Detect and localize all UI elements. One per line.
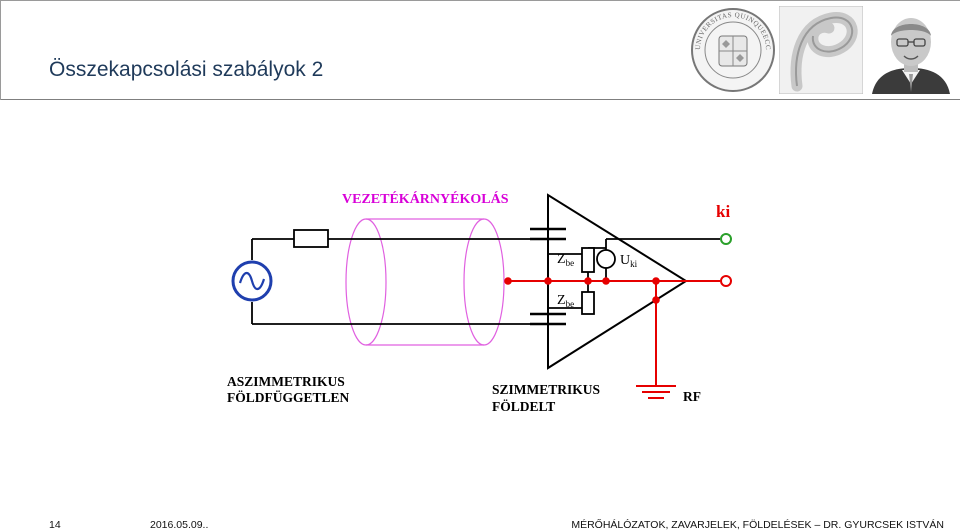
footer-author: DR. GYURCSEK ISTVÁN bbox=[823, 519, 944, 531]
footer-date: 2016.05.09.. bbox=[150, 519, 209, 531]
center-label-line2: FÖLDELT bbox=[492, 399, 555, 414]
output-terminal-reference bbox=[720, 275, 732, 287]
footer-course: MÉRŐHÁLÓZATOK, ZAVARJELEK, FÖLDELÉSEK bbox=[571, 519, 812, 531]
footer-dash: – bbox=[814, 519, 821, 531]
ground-net-nodes bbox=[504, 277, 660, 304]
zbe-upper-label: Zbe bbox=[557, 252, 574, 268]
university-seal-logo: UNIVERSITAS QUINQUEECCLESIENSIS bbox=[690, 6, 775, 92]
zbe-lower-label: Zbe bbox=[557, 293, 574, 309]
left-label-line1: ASZIMMETRIKUS bbox=[227, 374, 345, 389]
series-resistor bbox=[293, 229, 329, 248]
output-terminal-ki bbox=[720, 233, 732, 245]
ground-net bbox=[508, 280, 720, 399]
header-frame-left bbox=[0, 0, 1, 100]
presenter-portrait bbox=[866, 6, 956, 94]
ground-label: RF bbox=[683, 389, 701, 404]
faculty-p-logo bbox=[779, 6, 863, 94]
left-label-line2: FÖLDFÜGGETLEN bbox=[227, 390, 350, 405]
uki-label: Uki bbox=[620, 253, 638, 269]
page-number: 14 bbox=[49, 519, 61, 531]
shield-label: VEZETÉKÁRNYÉKOLÁS bbox=[342, 190, 509, 207]
zbe-lower-resistor bbox=[581, 291, 595, 315]
slide-title: Összekapcsolási szabályok 2 bbox=[49, 58, 324, 81]
center-label-line1: SZIMMETRIKUS bbox=[492, 382, 600, 397]
cable-shield bbox=[345, 218, 505, 346]
source-circuit bbox=[251, 238, 548, 325]
footer-course-author: MÉRŐHÁLÓZATOK, ZAVARJELEK, FÖLDELÉSEK – … bbox=[571, 519, 944, 531]
header-frame-top bbox=[0, 0, 960, 1]
slide-header: Összekapcsolási szabályok 2 UNIVERSITAS … bbox=[0, 0, 960, 100]
controlled-source-icon bbox=[596, 249, 616, 269]
ac-source-icon bbox=[231, 260, 273, 302]
output-label: ki bbox=[716, 202, 730, 221]
zbe-upper-resistor bbox=[581, 247, 595, 273]
